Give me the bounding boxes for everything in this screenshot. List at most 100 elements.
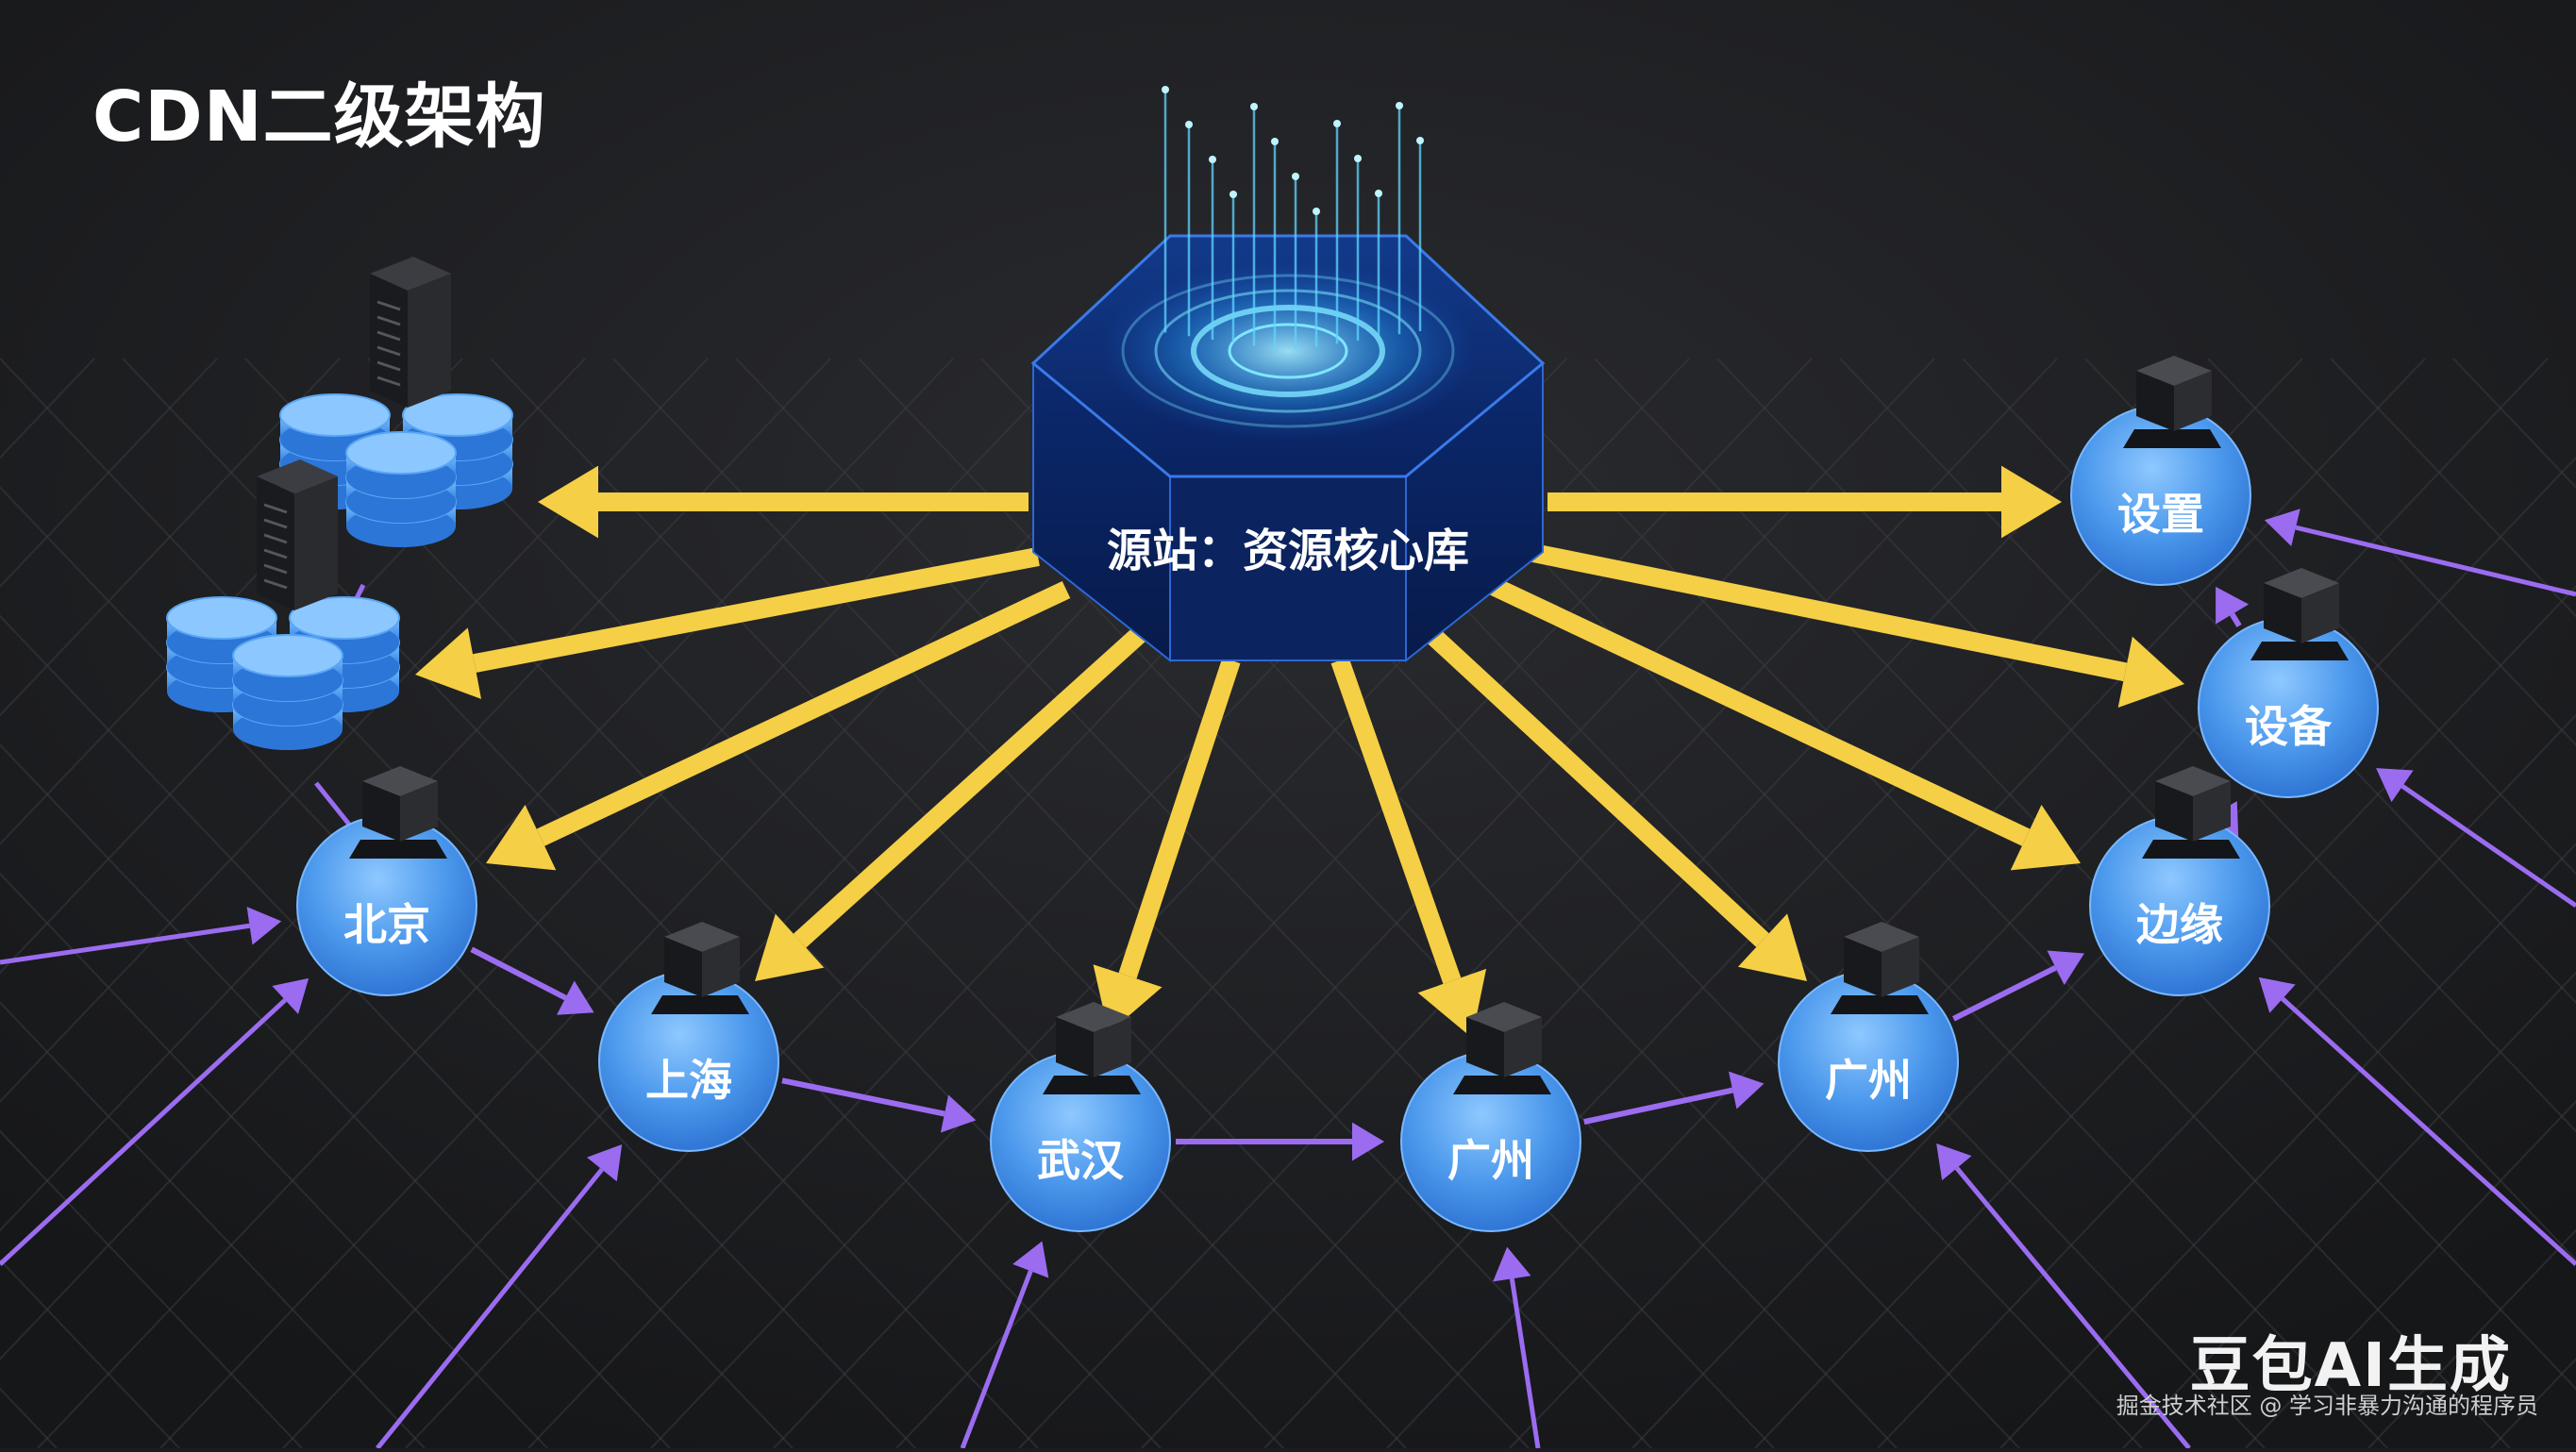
purple-arrow-head <box>2258 976 2296 1013</box>
edge-node-shanghai: 上海 <box>598 922 779 1152</box>
purple-arrow <box>781 1077 945 1117</box>
hex-beam-dot <box>1313 208 1320 215</box>
yellow-arrow <box>473 547 1040 673</box>
monitor-side <box>702 937 740 997</box>
hex-beam-dot <box>1396 102 1403 109</box>
grid-line <box>1754 585 2576 1449</box>
node-label: 北京 <box>343 899 430 950</box>
disk-top <box>279 393 391 437</box>
purple-arrow-head <box>556 980 594 1015</box>
page-title: CDN二级架构 <box>92 76 546 158</box>
grid-line <box>0 358 341 717</box>
edge-node-guangzhou-2: 广州 <box>1778 922 1959 1152</box>
edge-node-settings: 设置 <box>2070 356 2251 586</box>
hex-beam-dot <box>1333 120 1341 127</box>
edge-node-beijing: 北京 <box>296 766 477 996</box>
keyboard <box>651 995 749 1014</box>
grid-line <box>858 358 1898 1449</box>
purple-arrow-head <box>1012 1241 1049 1278</box>
node-label: 武汉 <box>1037 1135 1125 1186</box>
monitor-front <box>1466 1017 1504 1077</box>
grid-line <box>2122 971 2576 1449</box>
purple-arrow <box>1951 965 2057 1022</box>
monitor-side <box>2301 583 2339 643</box>
grid-line <box>490 358 1530 1449</box>
yellow-arrow-head <box>1737 913 1807 981</box>
keyboard <box>1043 1076 1141 1094</box>
yellow-arrow-head <box>2001 465 2062 539</box>
grid-line <box>1509 358 2549 1449</box>
tower-slot <box>376 315 401 326</box>
keyboard <box>349 840 447 859</box>
keyboard <box>2142 840 2240 859</box>
hex-beam-dot <box>1416 137 1424 144</box>
storage-cluster <box>166 459 400 750</box>
grid-line <box>1471 358 2511 1449</box>
watermark-credit: 掘金技术社区 @ 学习非暴力沟通的程序员 <box>2116 1393 2538 1419</box>
grid-line <box>1999 843 2576 1449</box>
purple-arrow-head <box>2264 509 2300 546</box>
node-label: 边缘 <box>2136 899 2223 950</box>
keyboard <box>1831 995 1929 1014</box>
hex-beam-dot <box>1271 138 1279 145</box>
grid-line <box>2330 358 2576 618</box>
tower-slot <box>376 376 401 387</box>
tower-slot <box>376 330 401 342</box>
tower-slot <box>263 578 288 590</box>
tower-side <box>294 476 338 610</box>
disk-top <box>345 431 457 475</box>
grid-line <box>2207 358 2576 746</box>
purple-arrow-head <box>246 907 282 945</box>
grid-line <box>2084 358 2576 876</box>
edge-node-edge: 边缘 <box>2089 766 2270 996</box>
tower-top <box>257 459 338 493</box>
monitor-side <box>400 781 438 842</box>
monitor-side <box>1882 937 1919 997</box>
hex-beam-dot <box>1292 173 1299 180</box>
hex-beam-dot <box>1250 103 1258 110</box>
node-label: 上海 <box>645 1055 732 1106</box>
monitor-front <box>2264 583 2301 643</box>
yellow-arrow-head <box>2010 804 2081 871</box>
monitor-front <box>1056 1017 1094 1077</box>
grid-line <box>2245 1100 2576 1449</box>
keyboard <box>1453 1076 1551 1094</box>
yellow-arrow <box>1330 657 1462 984</box>
purple-arrow-head <box>586 1144 623 1182</box>
node-label: 广州 <box>1825 1055 1912 1106</box>
purple-arrow-head <box>2376 768 2414 803</box>
grid-line <box>0 743 671 1449</box>
purple-arrow <box>470 946 567 1001</box>
keyboard <box>2123 429 2221 448</box>
monitor-side <box>1094 1017 1131 1077</box>
disk-top <box>232 634 343 677</box>
purple-arrow-layer <box>0 509 2576 1450</box>
grid-line <box>0 1259 180 1449</box>
monitor-side <box>2174 371 2212 431</box>
tower-slot <box>376 360 401 372</box>
purple-arrow <box>376 1167 604 1450</box>
purple-arrow-head <box>940 1094 977 1133</box>
yellow-arrow <box>1428 629 1769 947</box>
storage-layer <box>166 257 513 750</box>
yellow-arrow-layer <box>415 465 2184 1038</box>
purple-arrow-head <box>1493 1246 1531 1282</box>
yellow-arrow-head <box>486 804 557 871</box>
grid-line <box>735 358 1775 1449</box>
purple-arrow <box>2400 784 2576 909</box>
hex-beam-dot <box>1229 191 1237 198</box>
purple-arrow <box>0 923 250 965</box>
grid-line <box>1877 713 2576 1449</box>
grid-line <box>1386 358 2426 1449</box>
grid-line <box>37 358 1077 1449</box>
hex-beam-dot <box>1162 86 1169 93</box>
hex-beam-dot <box>1354 155 1362 162</box>
yellow-arrow <box>793 625 1148 948</box>
monitor-front <box>1844 937 1882 997</box>
tower-side <box>408 274 451 408</box>
tower-slot <box>263 533 288 544</box>
grid-line <box>0 358 709 1103</box>
